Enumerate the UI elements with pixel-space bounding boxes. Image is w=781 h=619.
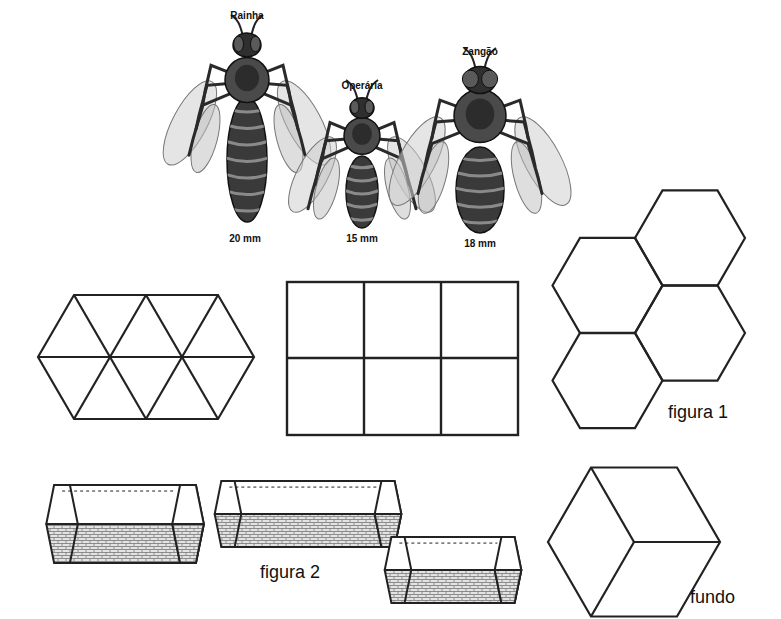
bee-leg — [418, 132, 462, 194]
hexagonal-prism — [46, 485, 204, 563]
bee-leg — [498, 132, 542, 194]
abdomen-band — [344, 190, 380, 194]
bee-wing — [412, 139, 455, 217]
cell-bottom-edge — [591, 468, 634, 542]
bee-eye — [234, 36, 244, 51]
hexagonal-prism — [385, 537, 522, 603]
abdomen-band — [225, 174, 269, 178]
tiling-line — [110, 357, 146, 419]
hexagon-cell — [553, 333, 663, 428]
bee-eye — [251, 36, 261, 51]
triangle-tiling-outline — [38, 295, 254, 419]
dimension: 18 mm — [464, 238, 496, 249]
cell-bottom-edge — [634, 541, 720, 543]
abdomen-band — [225, 108, 269, 112]
bee-eye — [365, 100, 373, 113]
prism-end-lower — [495, 570, 522, 603]
tiling-line — [182, 295, 218, 357]
caste-name: Zangão — [462, 46, 498, 57]
figure-label: fundo — [690, 588, 735, 608]
abdomen-band — [225, 191, 269, 195]
tiling-line — [74, 295, 110, 357]
drone-bee — [378, 48, 582, 233]
abdomen-band — [225, 124, 269, 128]
bee-leg — [189, 93, 232, 155]
bee-illustration — [153, 15, 582, 233]
abdomen-band — [225, 158, 269, 162]
bee-thorax — [454, 89, 506, 142]
dimension: 20 mm — [229, 233, 261, 244]
bee-wing — [505, 139, 548, 217]
abdomen-band — [454, 203, 506, 207]
bee-thorax — [344, 118, 380, 155]
prism-end-lower — [172, 524, 204, 563]
bee-eye — [482, 70, 498, 88]
tiling-line — [182, 357, 218, 419]
abdomen-bands — [225, 108, 269, 211]
prism-end — [495, 537, 522, 603]
hidden-edge — [399, 543, 497, 544]
bee-leg — [262, 93, 305, 155]
abdomen-band — [344, 203, 380, 207]
abdomen-band — [454, 219, 506, 223]
abdomen-bands — [454, 156, 506, 223]
abdomen-band — [344, 216, 380, 220]
bee-eye — [462, 70, 478, 88]
bee-thorax — [225, 58, 269, 103]
bee-head — [350, 98, 374, 118]
hidden-edge — [229, 487, 377, 488]
caste-name: Rainha — [230, 10, 263, 21]
dimension: 15 mm — [346, 233, 378, 244]
hexagon-cell — [635, 190, 745, 285]
bee-wing — [185, 102, 226, 176]
thorax-shine — [352, 123, 372, 145]
bee-head — [233, 33, 261, 57]
thorax-shine — [235, 65, 259, 91]
square-tiling — [287, 282, 518, 435]
bee-leg — [308, 147, 349, 209]
abdomen-band — [225, 207, 269, 211]
prism-face — [405, 570, 522, 603]
abdomen-band — [454, 188, 506, 192]
abdomen-band — [454, 156, 506, 160]
tiling-line — [146, 357, 182, 419]
square-tiling-outline — [287, 282, 518, 435]
tiling-line — [74, 357, 110, 419]
hidden-edge — [62, 491, 176, 492]
hexagon-cell — [553, 238, 663, 333]
abdomen-band — [344, 164, 380, 168]
triangle-tiling — [38, 295, 254, 419]
hexagon-cell — [635, 285, 745, 380]
abdomen-band — [225, 141, 269, 145]
figure-label: figura 2 — [260, 563, 320, 583]
abdomen-band — [344, 177, 380, 181]
caste-name: Operária — [341, 80, 382, 91]
tiling-line — [38, 356, 254, 358]
thorax-shine — [466, 98, 495, 129]
tiling-line — [287, 357, 518, 359]
prism-end — [172, 485, 204, 563]
bee-eye — [351, 100, 359, 113]
prism-face — [235, 514, 402, 547]
abdomen-band — [454, 172, 506, 176]
tiling-line — [110, 295, 146, 357]
cell-bottom-edge — [591, 542, 634, 616]
hexagon-tiling — [553, 190, 746, 428]
prism-face — [70, 524, 204, 563]
figure-label: figura 1 — [668, 403, 728, 423]
abdomen-bands — [344, 164, 380, 220]
tiling-line — [146, 295, 182, 357]
hexagonal-prism — [215, 481, 402, 547]
